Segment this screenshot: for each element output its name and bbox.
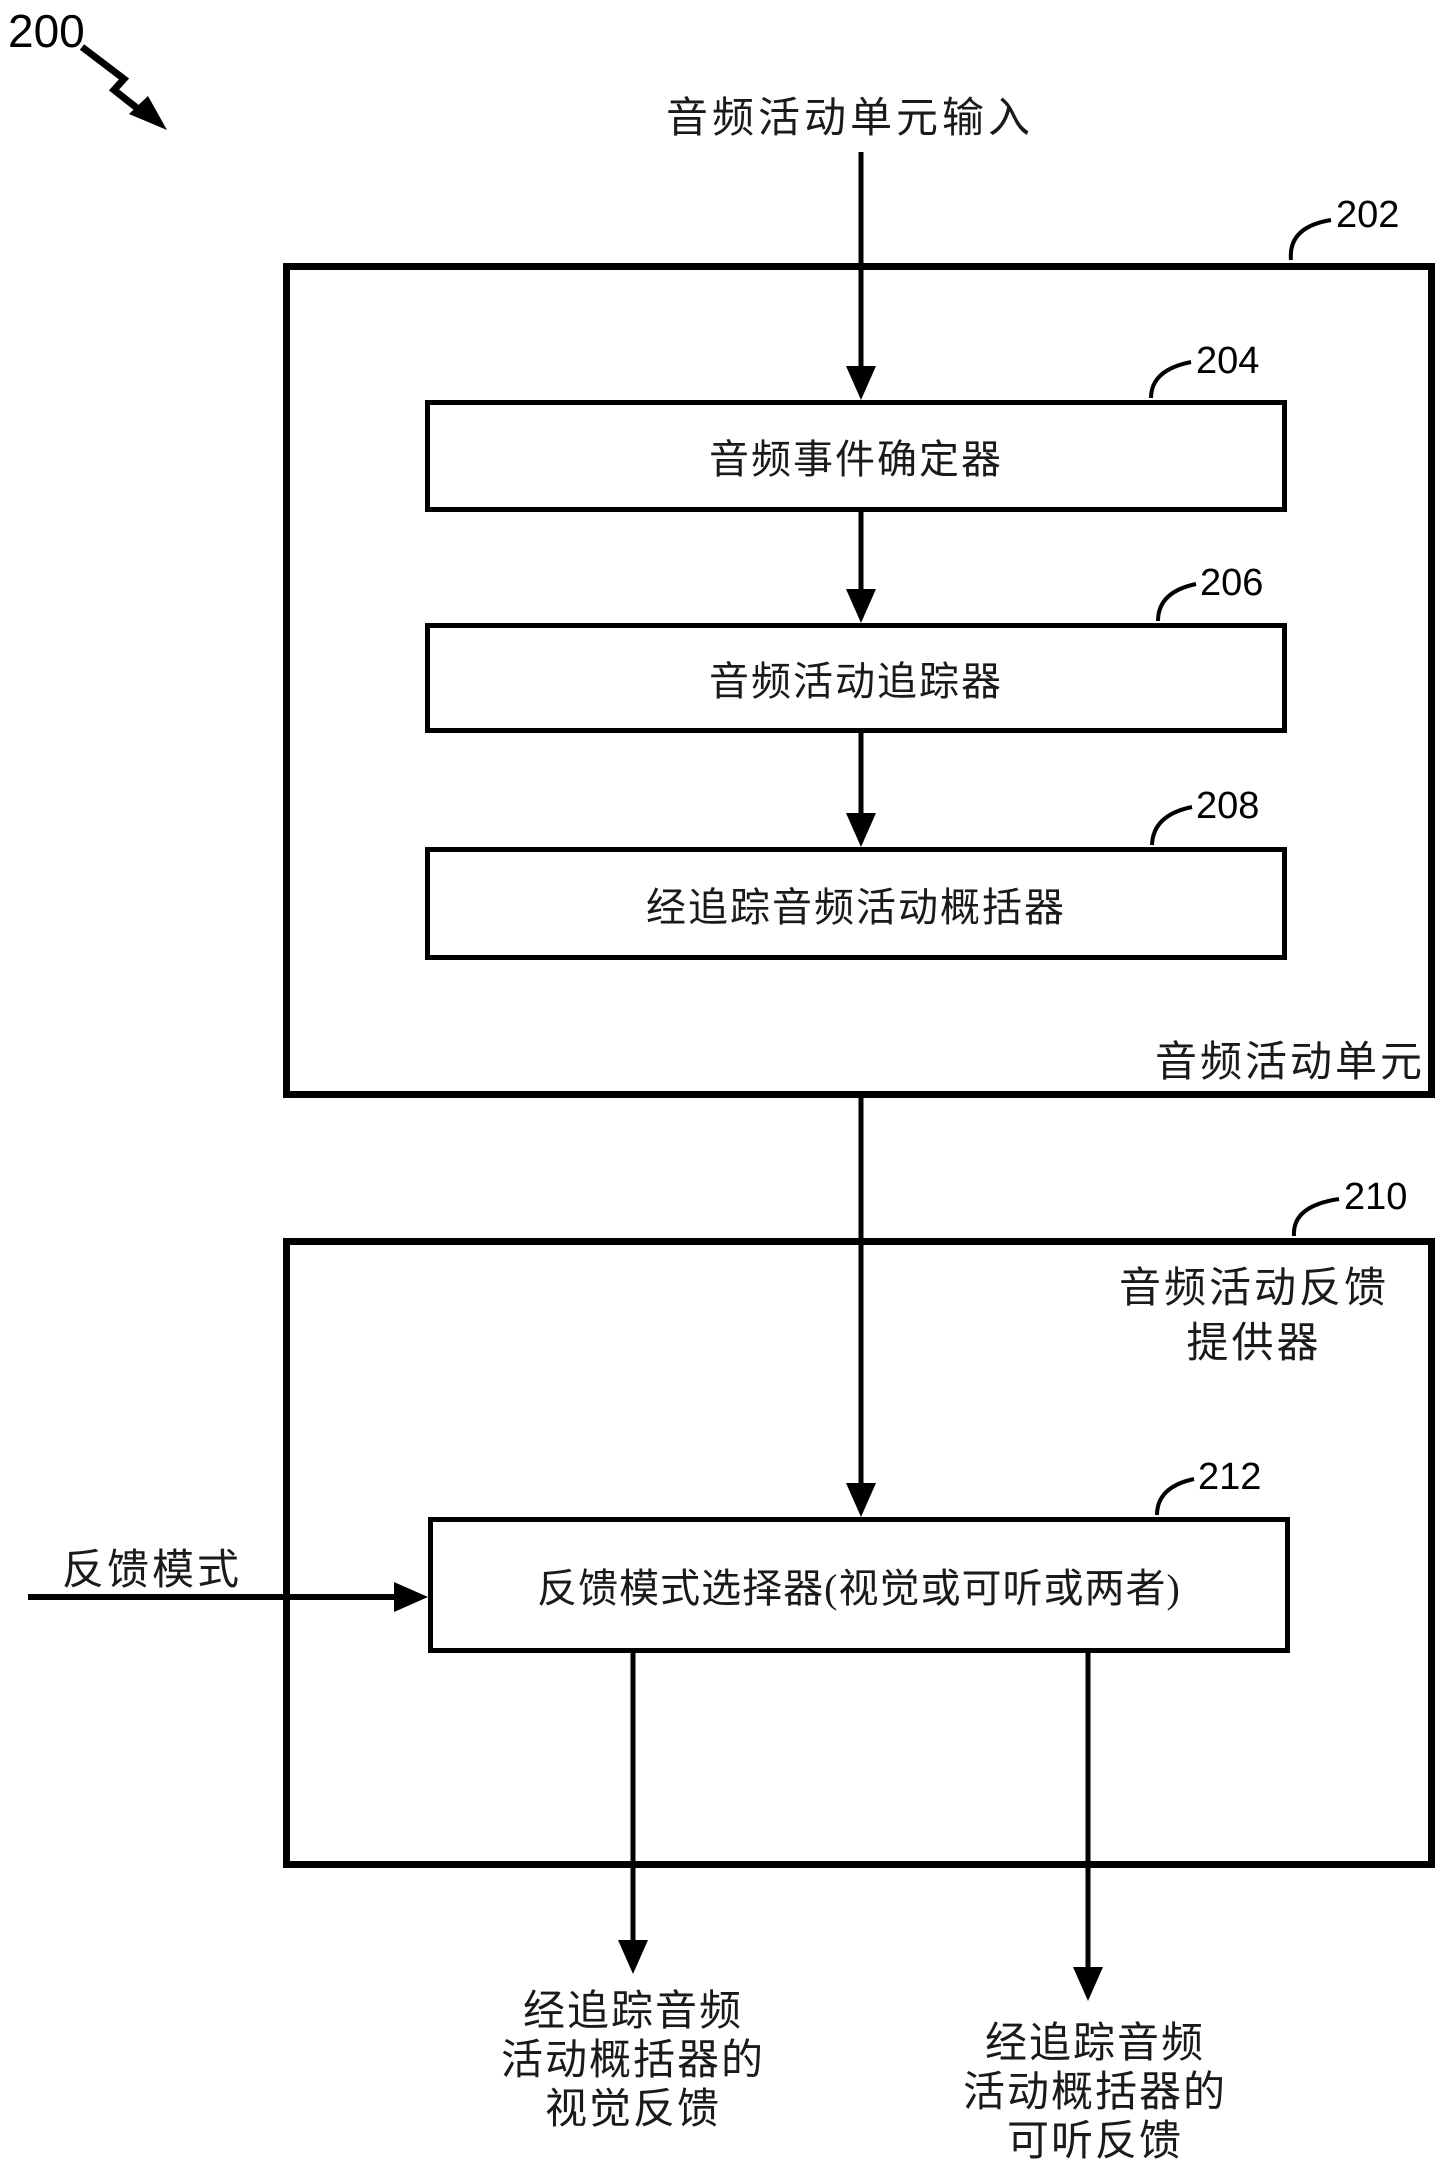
feedback-provider-caption: 音频活动反馈 提供器: [1054, 1262, 1444, 1373]
audible-feedback-output-line3: 可听反馈: [1006, 2119, 1183, 2166]
block-audio-activity-tracker: 音频活动追踪器: [425, 623, 1287, 733]
feedback-provider-caption-line2: 提供器: [1186, 1321, 1322, 1368]
block-audio-event-determiner-label: 音频事件确定器: [709, 437, 1003, 482]
figure-reference-number: 200: [8, 5, 85, 57]
audible-feedback-output-line1: 经追踪音频: [984, 2021, 1205, 2067]
figure-pointer-arrow: [79, 44, 145, 115]
visual-feedback-output-line1: 经追踪音频: [522, 1989, 743, 2035]
visual-feedback-output-label: 经追踪音频 活动概括器的 视觉反馈: [443, 1988, 823, 2135]
ref-208: 208: [1196, 785, 1260, 827]
block-tracked-audio-activity-summarizer-label: 经追踪音频活动概括器: [646, 884, 1066, 930]
feedback-provider-caption-line1: 音频活动反馈: [1118, 1266, 1389, 1312]
ref-202: 202: [1336, 194, 1400, 236]
arrowhead-output-audible: [1073, 1967, 1103, 2001]
audio-activity-unit-caption: 音频活动单元: [1154, 1040, 1425, 1086]
ref-210: 210: [1344, 1176, 1408, 1218]
block-feedback-mode-selector: 反馈模式选择器(视觉或可听或两者): [428, 1517, 1290, 1653]
feedback-mode-input-label: 反馈模式: [62, 1548, 243, 1594]
arrowhead-output-visual: [618, 1940, 648, 1974]
arrowhead-figure-pointer: [129, 96, 167, 130]
block-tracked-audio-activity-summarizer: 经追踪音频活动概括器: [425, 847, 1287, 960]
visual-feedback-output-line2: 活动概括器的: [500, 2038, 765, 2085]
block-feedback-mode-selector-label: 反馈模式选择器(视觉或可听或两者): [537, 1566, 1181, 1611]
visual-feedback-output-line3: 视觉反馈: [544, 2087, 721, 2134]
ref-212: 212: [1198, 1456, 1262, 1498]
block-audio-event-determiner: 音频事件确定器: [425, 400, 1287, 512]
ref-204: 204: [1196, 340, 1260, 382]
leader-202: [1288, 218, 1332, 261]
input-signal-label: 音频活动单元输入: [665, 96, 1034, 142]
block-audio-activity-tracker-label: 音频活动追踪器: [709, 659, 1003, 704]
leader-210: [1291, 1197, 1340, 1237]
ref-206: 206: [1200, 562, 1264, 604]
audible-feedback-output-line2: 活动概括器的: [962, 2070, 1227, 2117]
audible-feedback-output-label: 经追踪音频 活动概括器的 可听反馈: [905, 2020, 1285, 2167]
